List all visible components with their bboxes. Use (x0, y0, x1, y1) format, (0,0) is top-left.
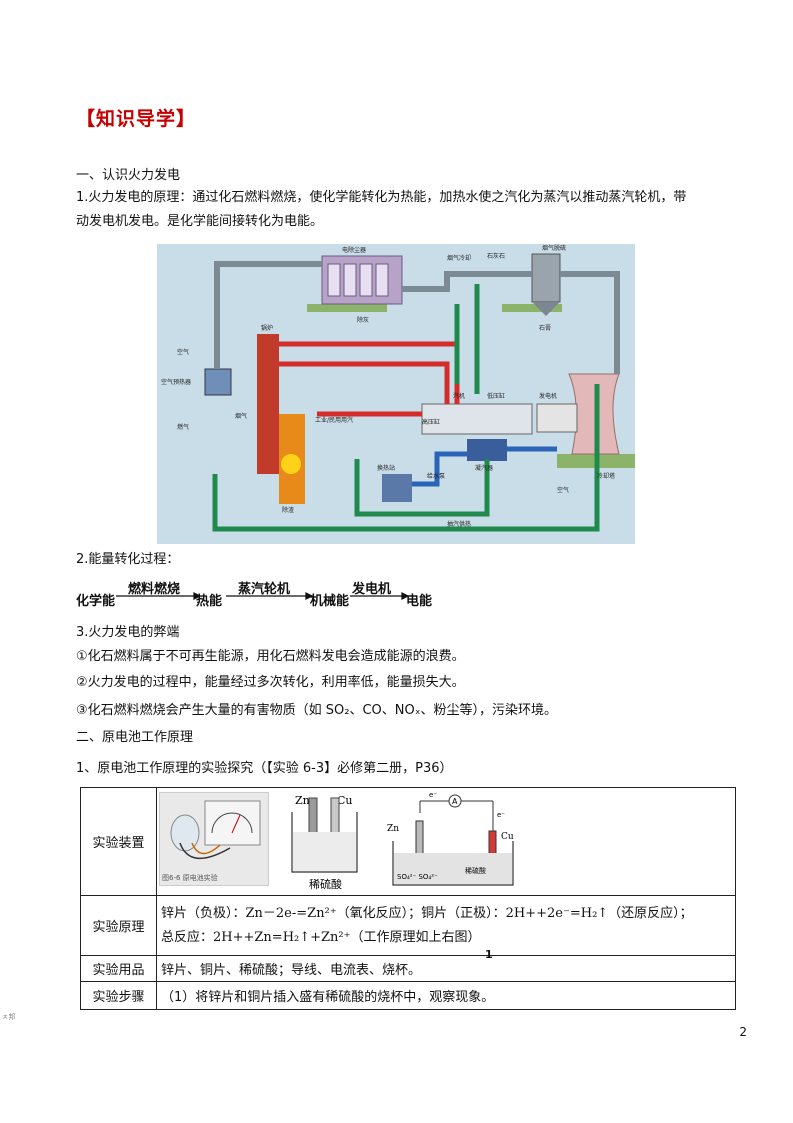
label-limestone: 石灰石 (487, 252, 505, 260)
chain-chemical: 化学能 (76, 594, 116, 609)
power-plant-svg: 电除尘器 烟气冷却 石灰石 烟气脱硫 石膏 除灰 锅炉 空气 空气预热器 燃气 … (161, 244, 635, 532)
principle-line-1: 锌片（负极）：Zn－2e-=Zn²⁺（氧化反应）；铜片（正极）：2H++2e⁻=… (161, 905, 693, 921)
beaker-cu: Cu (337, 794, 353, 807)
drawback-1: ①化石燃料属于不可再生能源，用化石燃料发电会造成能源的浪费。 (76, 649, 465, 664)
galvanic-cell-diagram: A e⁻ e⁻ Zn Cu H₂ SO₄²⁻ SO₄²⁻ 稀硫酸 (387, 791, 514, 886)
label-cooling-tower: 冷却塔 (597, 472, 615, 480)
label-air-preheater: 空气预热器 (161, 378, 191, 386)
cell-e-top: e⁻ (429, 791, 437, 799)
table-row: 实验原理 锌片（负极）：Zn－2e-=Zn²⁺（氧化反应）；铜片（正极）：2H+… (80, 895, 736, 956)
label-turbine: 汽机 (453, 392, 465, 400)
row-head-materials: 实验用品 (80, 955, 157, 982)
apparatus-photo: 图6-6 原电池实验 (159, 791, 269, 886)
chain-mechanical: 机械能 (310, 594, 350, 609)
label-heat-exchanger: 换热站 (377, 464, 395, 472)
beaker-zn: Zn (295, 794, 310, 807)
label-pump: 抽汽供热 (447, 520, 471, 528)
principle-line2: 动发电机发电。是化学能间接转化为电能。 (76, 214, 324, 229)
beaker-diagram: Zn Cu 稀硫酸 (291, 794, 358, 891)
cell-acid: 稀硫酸 (465, 866, 486, 875)
table-row: 实验用品 锌片、铜片、稀硫酸；导线、电流表、烧杯。 (80, 955, 736, 982)
chain-heat: 热能 (196, 594, 223, 609)
section2-title: 二、原电池工作原理 (76, 730, 194, 745)
drawback-2: ②火力发电的过程中，能量经过多次转化，利用率低，能量损失大。 (76, 675, 465, 690)
page-number: 2 (739, 1025, 747, 1039)
materials-cell: 锌片、铜片、稀硫酸；导线、电流表、烧杯。 (156, 955, 736, 982)
label-cooling-gas: 烟气冷却 (447, 254, 471, 262)
photo-caption: 图6-6 原电池实验 (162, 873, 218, 882)
chain-arrows (116, 592, 410, 600)
label-air: 空气 (177, 348, 189, 356)
label-flue: 烟气 (235, 412, 247, 420)
label-coal: 燃气 (177, 423, 189, 431)
energy-title: 2.能量转化过程： (76, 552, 180, 567)
experiment-table: 实验装置 图6-6 原电池实验 Zn (80, 787, 736, 1010)
table-row: 实验装置 图6-6 原电池实验 Zn (80, 787, 736, 896)
table-row: 实验步骤 （1）将锌片和铜片插入盛有稀硫酸的烧杯中，观察现象。 (80, 981, 736, 1010)
cell-ions: SO₄²⁻ SO₄²⁻ (397, 873, 438, 881)
ammeter-photo-svg (170, 800, 261, 859)
power-plant-diagram: 电除尘器 烟气冷却 石灰石 烟气脱硫 石膏 除灰 锅炉 空气 空气预热器 燃气 … (157, 244, 635, 544)
chain-combustion: 燃料燃烧 (128, 582, 181, 597)
label-ash: 除灰 (357, 316, 369, 324)
apparatus-cell: 图6-6 原电池实验 Zn Cu 稀硫酸 (156, 787, 736, 896)
row-head-principle: 实验原理 (80, 895, 157, 956)
steps-cell: （1）将锌片和铜片插入盛有稀硫酸的烧杯中，观察现象。 (156, 981, 736, 1010)
label-condenser: 凝汽器 (475, 464, 493, 472)
section1-title: 一、认识火力发电 (76, 168, 181, 183)
label-slag: 除渣 (282, 506, 294, 514)
cell-e-right: e⁻ (497, 811, 505, 819)
section2-subtitle: 1、原电池工作原理的实验探究（【实验 6-3】必修第二册，P36） (76, 761, 453, 776)
chain-electric: 电能 (406, 594, 433, 609)
principle-line1: 1.火力发电的原理：通过化石燃料燃烧，使化学能转化为热能，加热水使之汽化为蒸汽以… (76, 190, 687, 205)
cell-cu: Cu (501, 832, 514, 842)
label-gypsum: 石膏 (539, 324, 551, 332)
cell-a: A (452, 797, 458, 806)
label-boiler: 锅炉 (261, 324, 273, 332)
margin-mark: ㅊ邦 (2, 1013, 16, 1021)
label-air2: 空气 (557, 486, 569, 494)
section-heading: 【知识导学】 (76, 108, 197, 130)
label-lp: 低压缸 (487, 392, 505, 400)
chain-turbine: 蒸汽轮机 (238, 582, 291, 597)
label-desulf: 烟气脱硫 (542, 244, 566, 252)
row-head-apparatus: 实验装置 (80, 787, 157, 896)
row-head-steps: 实验步骤 (80, 981, 157, 1010)
label-dust: 电除尘器 (342, 246, 366, 254)
chain-generator: 发电机 (352, 582, 392, 597)
label-feed-pump: 给水泵 (427, 472, 445, 480)
principle-cell: 锌片（负极）：Zn－2e-=Zn²⁺（氧化反应）；铜片（正极）：2H++2e⁻=… (156, 895, 736, 956)
label-generator: 发电机 (539, 392, 557, 400)
label-industrial: 工业/民用用汽 (315, 416, 353, 424)
cell-zn: Zn (387, 824, 399, 834)
inner-page-number: 1 (485, 948, 493, 961)
principle-line-2: 总反应：2H++Zn=H₂↑+Zn²⁺（工作原理如上右图） (161, 929, 481, 945)
drawbacks-title: 3.火力发电的弊端 (76, 625, 180, 640)
beaker-acid: 稀硫酸 (309, 877, 342, 891)
drawback-3: ③化石燃料燃烧会产生大量的有害物质（如 SO₂、CO、NOₓ、粉尘等），污染环境… (76, 703, 558, 718)
energy-chain: 化学能 燃料燃烧 热能 蒸汽轮机 机械能 发电机 电能 (76, 578, 456, 609)
label-hp: 高压缸 (422, 418, 440, 426)
